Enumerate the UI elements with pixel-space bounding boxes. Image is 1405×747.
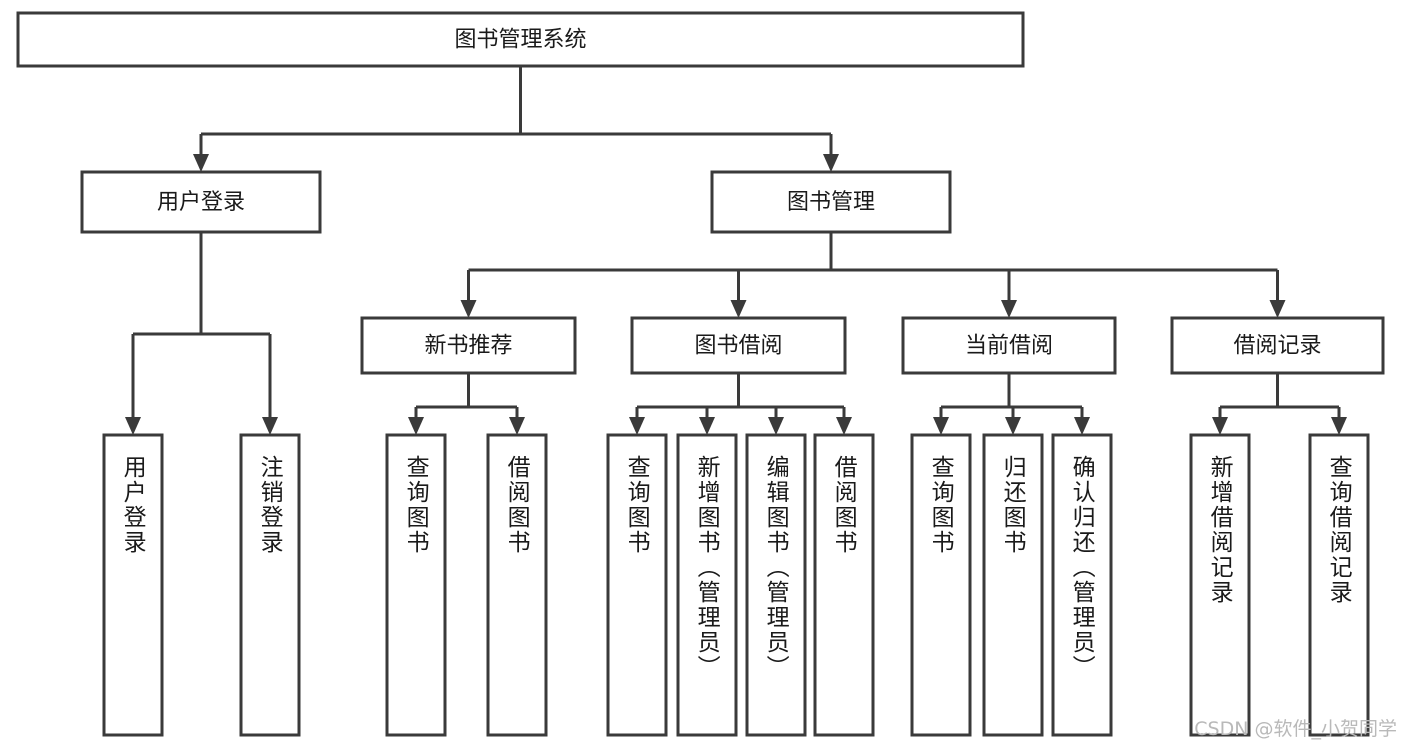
node-level3-3[interactable]	[1170, 316, 1385, 375]
edge-root-to-l2-1-head	[823, 154, 839, 172]
node-leaf-7-label: 借阅图书	[830, 455, 857, 555]
node-leaf-0-label: 用户登录	[119, 455, 146, 555]
edge-2-to-leaf-2-head	[768, 417, 784, 435]
node-level3-1[interactable]	[630, 316, 847, 375]
node-leaf-11[interactable]	[1189, 433, 1251, 737]
node-leaf-0[interactable]	[102, 433, 164, 737]
edge-mgr-to-l3-0-head	[460, 300, 477, 318]
edge-3-to-leaf-0-head	[933, 417, 949, 435]
node-leaf-10[interactable]	[1051, 433, 1113, 737]
edge-1-to-leaf-1-head	[509, 417, 525, 435]
watermark-text: CSDN @软件_小贺同学	[1194, 718, 1397, 740]
edge-0-to-leaf-0-head	[125, 417, 141, 435]
node-level3-1-label: 图书借阅	[694, 334, 782, 359]
edge-mgr-to-l3-3-head	[1269, 300, 1286, 318]
edge-4-to-leaf-0-head	[1212, 417, 1228, 435]
node-level3-2-label: 当前借阅	[965, 334, 1053, 359]
node-leaf-8-label: 查询图书	[927, 455, 954, 555]
node-leaf-9[interactable]	[982, 433, 1044, 737]
node-leaf-12[interactable]	[1308, 433, 1370, 737]
node-level3-3-label: 借阅记录	[1233, 334, 1321, 359]
node-leaf-7[interactable]	[813, 433, 875, 737]
edge-0-to-leaf-1-head	[262, 417, 278, 435]
edge-3-to-leaf-1-head	[1005, 417, 1021, 435]
edge-1-to-leaf-0-head	[408, 417, 424, 435]
node-leaf-10-label: 确认归还（管理员）	[1068, 455, 1095, 680]
node-leaf-12-label: 查询借阅记录	[1325, 455, 1352, 605]
node-leaf-11-label: 新增借阅记录	[1206, 455, 1233, 605]
node-leaf-6-label: 编辑图书（管理员）	[762, 455, 789, 680]
edge-2-to-leaf-1-head	[699, 417, 715, 435]
node-leaf-8[interactable]	[910, 433, 972, 737]
edge-3-to-leaf-2-head	[1074, 417, 1090, 435]
node-level3-0[interactable]	[360, 316, 577, 375]
node-leaf-5-label: 新增图书（管理员）	[693, 455, 720, 680]
node-root[interactable]	[16, 11, 1025, 68]
node-leaf-2-label: 查询图书	[402, 455, 429, 555]
node-level3-0-label: 新书推荐	[424, 334, 512, 359]
edge-mgr-to-l3-1-head	[730, 300, 747, 318]
node-level3-2[interactable]	[901, 316, 1117, 375]
node-leaf-1[interactable]	[239, 433, 301, 737]
edge-4-to-leaf-1-head	[1331, 417, 1347, 435]
node-level2-1-label: 图书管理	[787, 190, 875, 215]
node-leaf-5[interactable]	[676, 433, 738, 737]
node-leaf-6[interactable]	[745, 433, 807, 737]
edge-2-to-leaf-3-head	[836, 417, 852, 435]
node-leaf-1-label: 注销登录	[256, 455, 283, 555]
edge-mgr-to-l3-2-head	[1001, 300, 1017, 318]
node-leaf-4-label: 查询图书	[623, 455, 650, 555]
node-leaf-9-label: 归还图书	[999, 455, 1026, 555]
node-leaf-4[interactable]	[606, 433, 668, 737]
node-leaf-3[interactable]	[486, 433, 548, 737]
node-leaf-3-label: 借阅图书	[503, 455, 530, 555]
node-root-label: 图书管理系统	[454, 28, 586, 53]
node-level2-1[interactable]	[710, 170, 952, 234]
node-leaf-2[interactable]	[385, 433, 447, 737]
edge-root-to-l2-0-head	[193, 154, 209, 172]
connector-edges	[125, 66, 1347, 435]
node-level2-0[interactable]	[80, 170, 322, 234]
edge-2-to-leaf-0-head	[629, 417, 645, 435]
node-level2-0-label: 用户登录	[157, 190, 245, 215]
